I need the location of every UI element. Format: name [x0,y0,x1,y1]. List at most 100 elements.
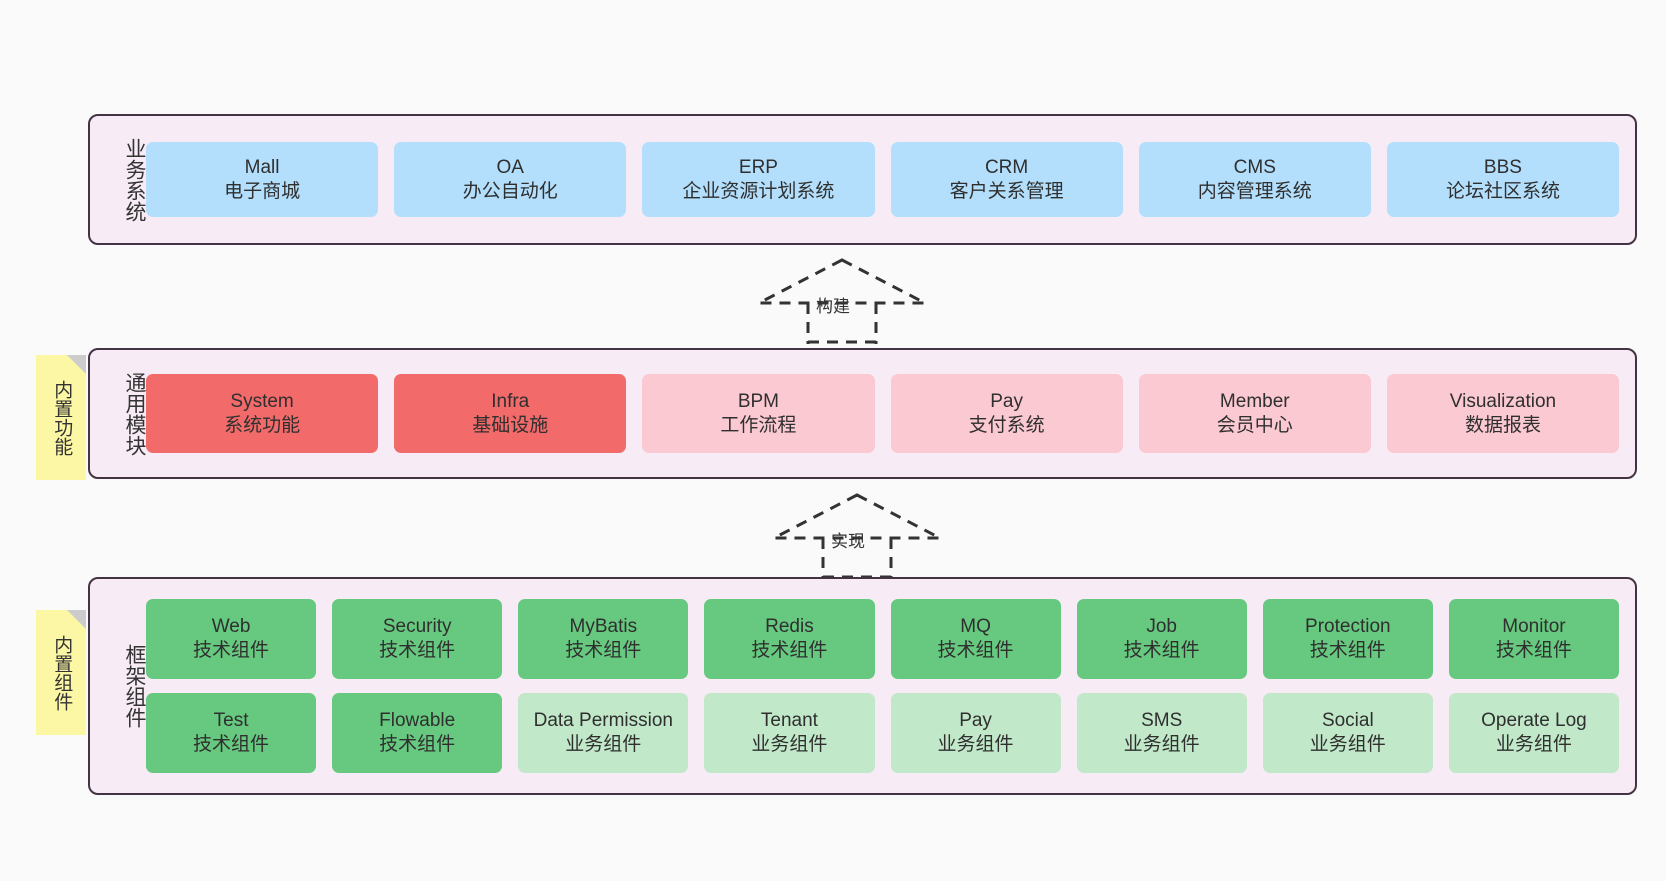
sticky-note-builtin-components: 内置组件 [36,610,86,735]
module-desc: 内容管理系统 [1197,180,1312,202]
layer-common-modules: 通用模块 System 系统功能 Infra 基础设施 BPM 工作流程 Pay [88,348,1637,479]
component-name: Operate Log [1481,710,1587,732]
module-name: Mall [244,156,280,178]
component-box-social[interactable]: Social 业务组件 [1262,693,1433,773]
component-kind: 技术组件 [1123,640,1200,661]
module-box-system[interactable]: System 系统功能 [146,374,379,453]
component-box-monitor[interactable]: Monitor 技术组件 [1448,599,1619,679]
module-box-erp[interactable]: ERP 企业资源计划系统 [642,142,875,217]
component-box-operate-log[interactable]: Operate Log 业务组件 [1448,693,1619,773]
component-name: Social [1321,710,1374,732]
module-desc: 工作流程 [720,414,797,436]
component-kind: 业务组件 [937,734,1014,755]
component-kind: 技术组件 [751,640,828,661]
module-desc: 系统功能 [224,414,301,436]
component-box-security[interactable]: Security 技术组件 [332,599,503,679]
component-name: Pay [959,710,992,732]
connector-build: 构建 [750,256,935,344]
layer-title-framework-components: 框架组件 [123,644,146,728]
connector-implement-label: 实现 [831,532,865,551]
common-modules-cells: System 系统功能 Infra 基础设施 BPM 工作流程 Pay 支付系统… [146,374,1635,453]
component-box-web[interactable]: Web 技术组件 [146,599,317,679]
layer-title-business-systems: 业务系统 [123,137,146,222]
module-name: Pay [990,390,1023,412]
component-kind: 技术组件 [379,734,456,755]
framework-components-cells: Web 技术组件 Security 技术组件 MyBatis 技术组件 Redi… [146,599,1635,773]
component-box-flowable[interactable]: Flowable 技术组件 [332,693,503,773]
module-name: Member [1219,390,1290,412]
component-kind: 技术组件 [1495,640,1572,661]
module-name: CRM [984,156,1029,178]
component-name: Data Permission [533,710,673,732]
module-box-visualization[interactable]: Visualization 数据报表 [1386,374,1620,453]
component-name: Monitor [1502,616,1566,638]
module-box-mall[interactable]: Mall 电子商城 [146,142,379,217]
component-name: Tenant [760,710,818,732]
component-box-pay[interactable]: Pay 业务组件 [890,693,1061,773]
component-name: Web [211,616,251,638]
component-name: MQ [960,616,991,638]
module-box-cms[interactable]: CMS 内容管理系统 [1138,142,1371,217]
component-box-test[interactable]: Test 技术组件 [146,693,317,773]
module-name: Infra [491,390,530,412]
component-kind: 技术组件 [565,640,642,661]
component-box-protection[interactable]: Protection 技术组件 [1262,599,1433,679]
module-desc: 企业资源计划系统 [682,180,835,202]
component-name: Redis [765,616,814,638]
module-box-bbs[interactable]: BBS 论坛社区系统 [1386,142,1620,217]
component-box-job[interactable]: Job 技术组件 [1076,599,1247,679]
module-desc: 办公自动化 [462,180,558,202]
component-box-tenant[interactable]: Tenant 业务组件 [704,693,875,773]
module-desc: 论坛社区系统 [1445,180,1560,202]
component-box-mq[interactable]: MQ 技术组件 [890,599,1061,679]
module-name: System [230,390,294,412]
dashed-hollow-arrow-icon [758,258,926,344]
component-kind: 技术组件 [379,640,456,661]
component-kind: 业务组件 [565,734,642,755]
module-desc: 客户关系管理 [949,180,1064,202]
component-name: Protection [1305,616,1391,638]
module-desc: 基础设施 [472,414,549,436]
module-box-infra[interactable]: Infra 基础设施 [394,374,627,453]
component-box-data-permission[interactable]: Data Permission 业务组件 [518,693,689,773]
module-box-bpm[interactable]: BPM 工作流程 [642,374,875,453]
module-desc: 电子商城 [224,180,301,202]
module-name: BBS [1483,156,1522,178]
module-name: Visualization [1449,390,1557,412]
module-box-pay[interactable]: Pay 支付系统 [890,374,1123,453]
component-kind: 业务组件 [1123,734,1200,755]
component-name: SMS [1141,710,1183,732]
component-kind: 业务组件 [1495,734,1572,755]
component-kind: 技术组件 [1309,640,1386,661]
component-kind: 业务组件 [751,734,828,755]
component-box-mybatis[interactable]: MyBatis 技术组件 [518,599,689,679]
module-desc: 会员中心 [1216,414,1293,436]
module-box-oa[interactable]: OA 办公自动化 [394,142,627,217]
sticky-note-builtin-features: 内置功能 [36,355,86,480]
module-box-member[interactable]: Member 会员中心 [1138,374,1371,453]
module-name: CMS [1233,156,1276,178]
component-kind: 技术组件 [937,640,1014,661]
framework-components-row-1: Web 技术组件 Security 技术组件 MyBatis 技术组件 Redi… [146,599,1619,679]
layer-title-common-modules: 通用模块 [123,371,146,456]
component-box-redis[interactable]: Redis 技术组件 [704,599,875,679]
business-systems-cells: Mall 电子商城 OA 办公自动化 ERP 企业资源计划系统 CRM 客户关系… [146,142,1635,217]
layer-framework-components: 框架组件 Web 技术组件 Security 技术组件 MyBatis 技术组件… [88,577,1637,795]
module-name: ERP [738,156,778,178]
component-name: Test [213,710,249,732]
module-name: OA [496,156,524,178]
connector-implement: 实现 [765,491,950,579]
business-systems-row: Mall 电子商城 OA 办公自动化 ERP 企业资源计划系统 CRM 客户关系… [146,142,1620,217]
module-box-crm[interactable]: CRM 客户关系管理 [890,142,1123,217]
module-desc: 数据报表 [1464,414,1541,436]
common-modules-row: System 系统功能 Infra 基础设施 BPM 工作流程 Pay 支付系统… [146,374,1620,453]
component-kind: 业务组件 [1309,734,1386,755]
module-desc: 支付系统 [968,414,1045,436]
component-box-sms[interactable]: SMS 业务组件 [1076,693,1247,773]
component-kind: 技术组件 [193,640,270,661]
dashed-hollow-arrow-icon [773,493,941,579]
component-name: Job [1146,616,1177,638]
connector-build-label: 构建 [816,297,850,316]
component-kind: 技术组件 [193,734,270,755]
